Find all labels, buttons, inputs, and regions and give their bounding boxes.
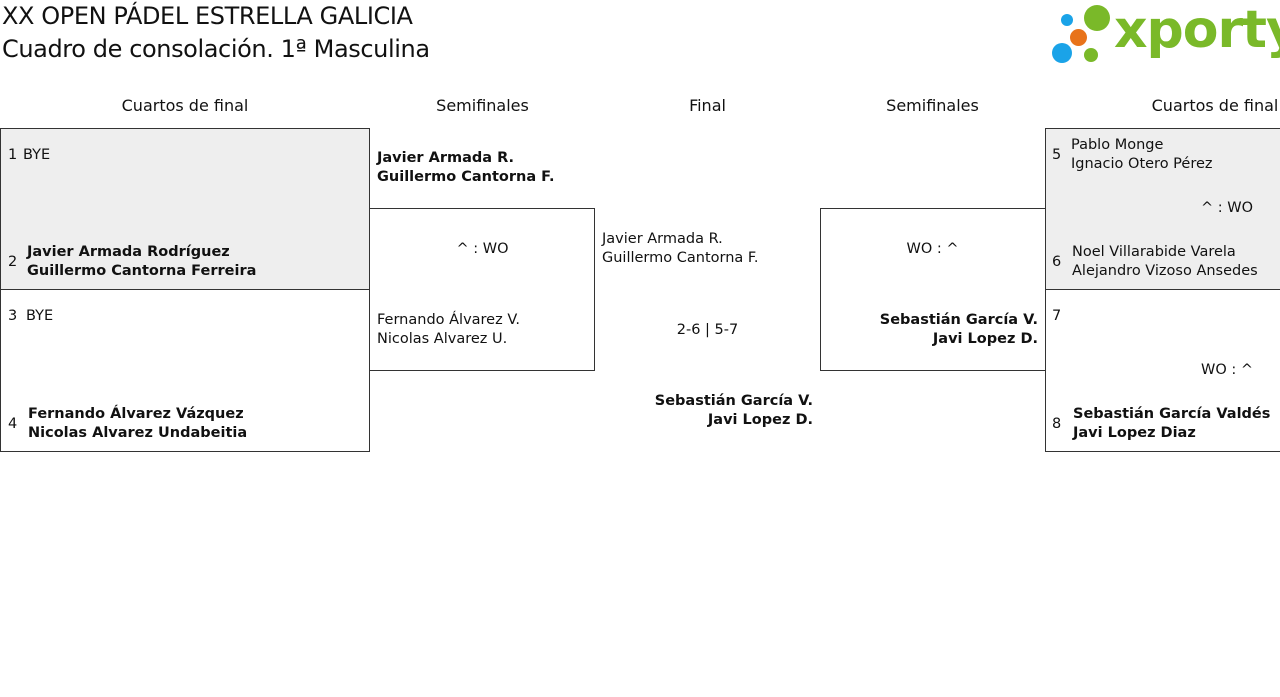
logo-dot-orange [1070,29,1087,46]
team-player-2: Guillermo Cantorna Ferreira [27,263,257,279]
logo-dot-green [1084,5,1110,31]
round-header-left-semis: Semifinales [436,96,529,115]
tournament-title: XX OPEN PÁDEL ESTRELLA GALICIA [2,2,413,30]
seed-number: 6 [1052,254,1062,270]
seed-number: 1 [8,147,18,163]
team-player-2: Javi Lopez D. [932,331,1038,347]
seed-number: 2 [8,254,18,270]
logo-dot-blue-large [1052,43,1072,63]
match-score: ^ : WO [456,241,509,257]
team-name: BYE [23,147,51,163]
round-header-right-semis: Semifinales [886,96,979,115]
draw-subtitle: Cuadro de consolación. 1ª Masculina [2,35,430,63]
team-player-1: Sebastián García V. [879,312,1038,328]
team-player-1: Fernando Álvarez Vázquez [28,406,244,422]
left-quarter-match-1 [0,128,370,290]
xporty-logo: xporty [1050,0,1280,68]
team-name: BYE [26,308,54,324]
seed-number: 5 [1052,147,1062,163]
team-player-1: Javier Armada R. [377,150,515,166]
champion-player-2: Javi Lopez D. [707,412,813,428]
champion-player-1: Sebastián García V. [654,393,813,409]
logo-dot-green-small [1084,48,1098,62]
team-player-2: Guillermo Cantorna F. [602,250,759,266]
right-quarter-match-1 [1045,128,1280,290]
right-quarter-match-2 [1045,289,1280,452]
team-player-1: Pablo Monge [1071,137,1164,153]
left-semi-match [369,208,595,371]
round-header-right-quarters: Cuartos de final [1151,96,1279,115]
team-player-1: Javier Armada R. [602,231,723,247]
seed-number: 3 [8,308,18,324]
team-player-1: Noel Villarabide Varela [1072,244,1236,260]
match-score: ^ : WO [1200,200,1253,216]
team-player-2: Javi Lopez Diaz [1073,425,1196,441]
round-header-left-quarters: Cuartos de final [121,96,249,115]
team-player-2: Nicolas Alvarez Undabeitia [28,425,248,441]
team-player-2: Ignacio Otero Pérez [1071,156,1213,172]
match-score: WO : ^ [1200,362,1253,378]
final-score: 2-6 | 5-7 [676,322,739,338]
team-player-2: Alejandro Vizoso Ansedes [1072,263,1258,279]
team-player-2: Nicolas Alvarez U. [377,331,508,347]
match-score: WO : ^ [906,241,959,257]
round-header-final: Final [689,96,726,115]
team-player-1: Fernando Álvarez V. [377,312,520,328]
team-player-1: Javier Armada Rodríguez [27,244,230,260]
logo-dot-blue [1061,14,1073,26]
logo-text: xporty [1114,0,1280,60]
team-player-1: Sebastián García Valdés [1073,406,1271,422]
seed-number: 8 [1052,416,1062,432]
seed-number: 7 [1052,308,1062,324]
team-player-2: Guillermo Cantorna F. [377,169,555,185]
seed-number: 4 [8,416,18,432]
